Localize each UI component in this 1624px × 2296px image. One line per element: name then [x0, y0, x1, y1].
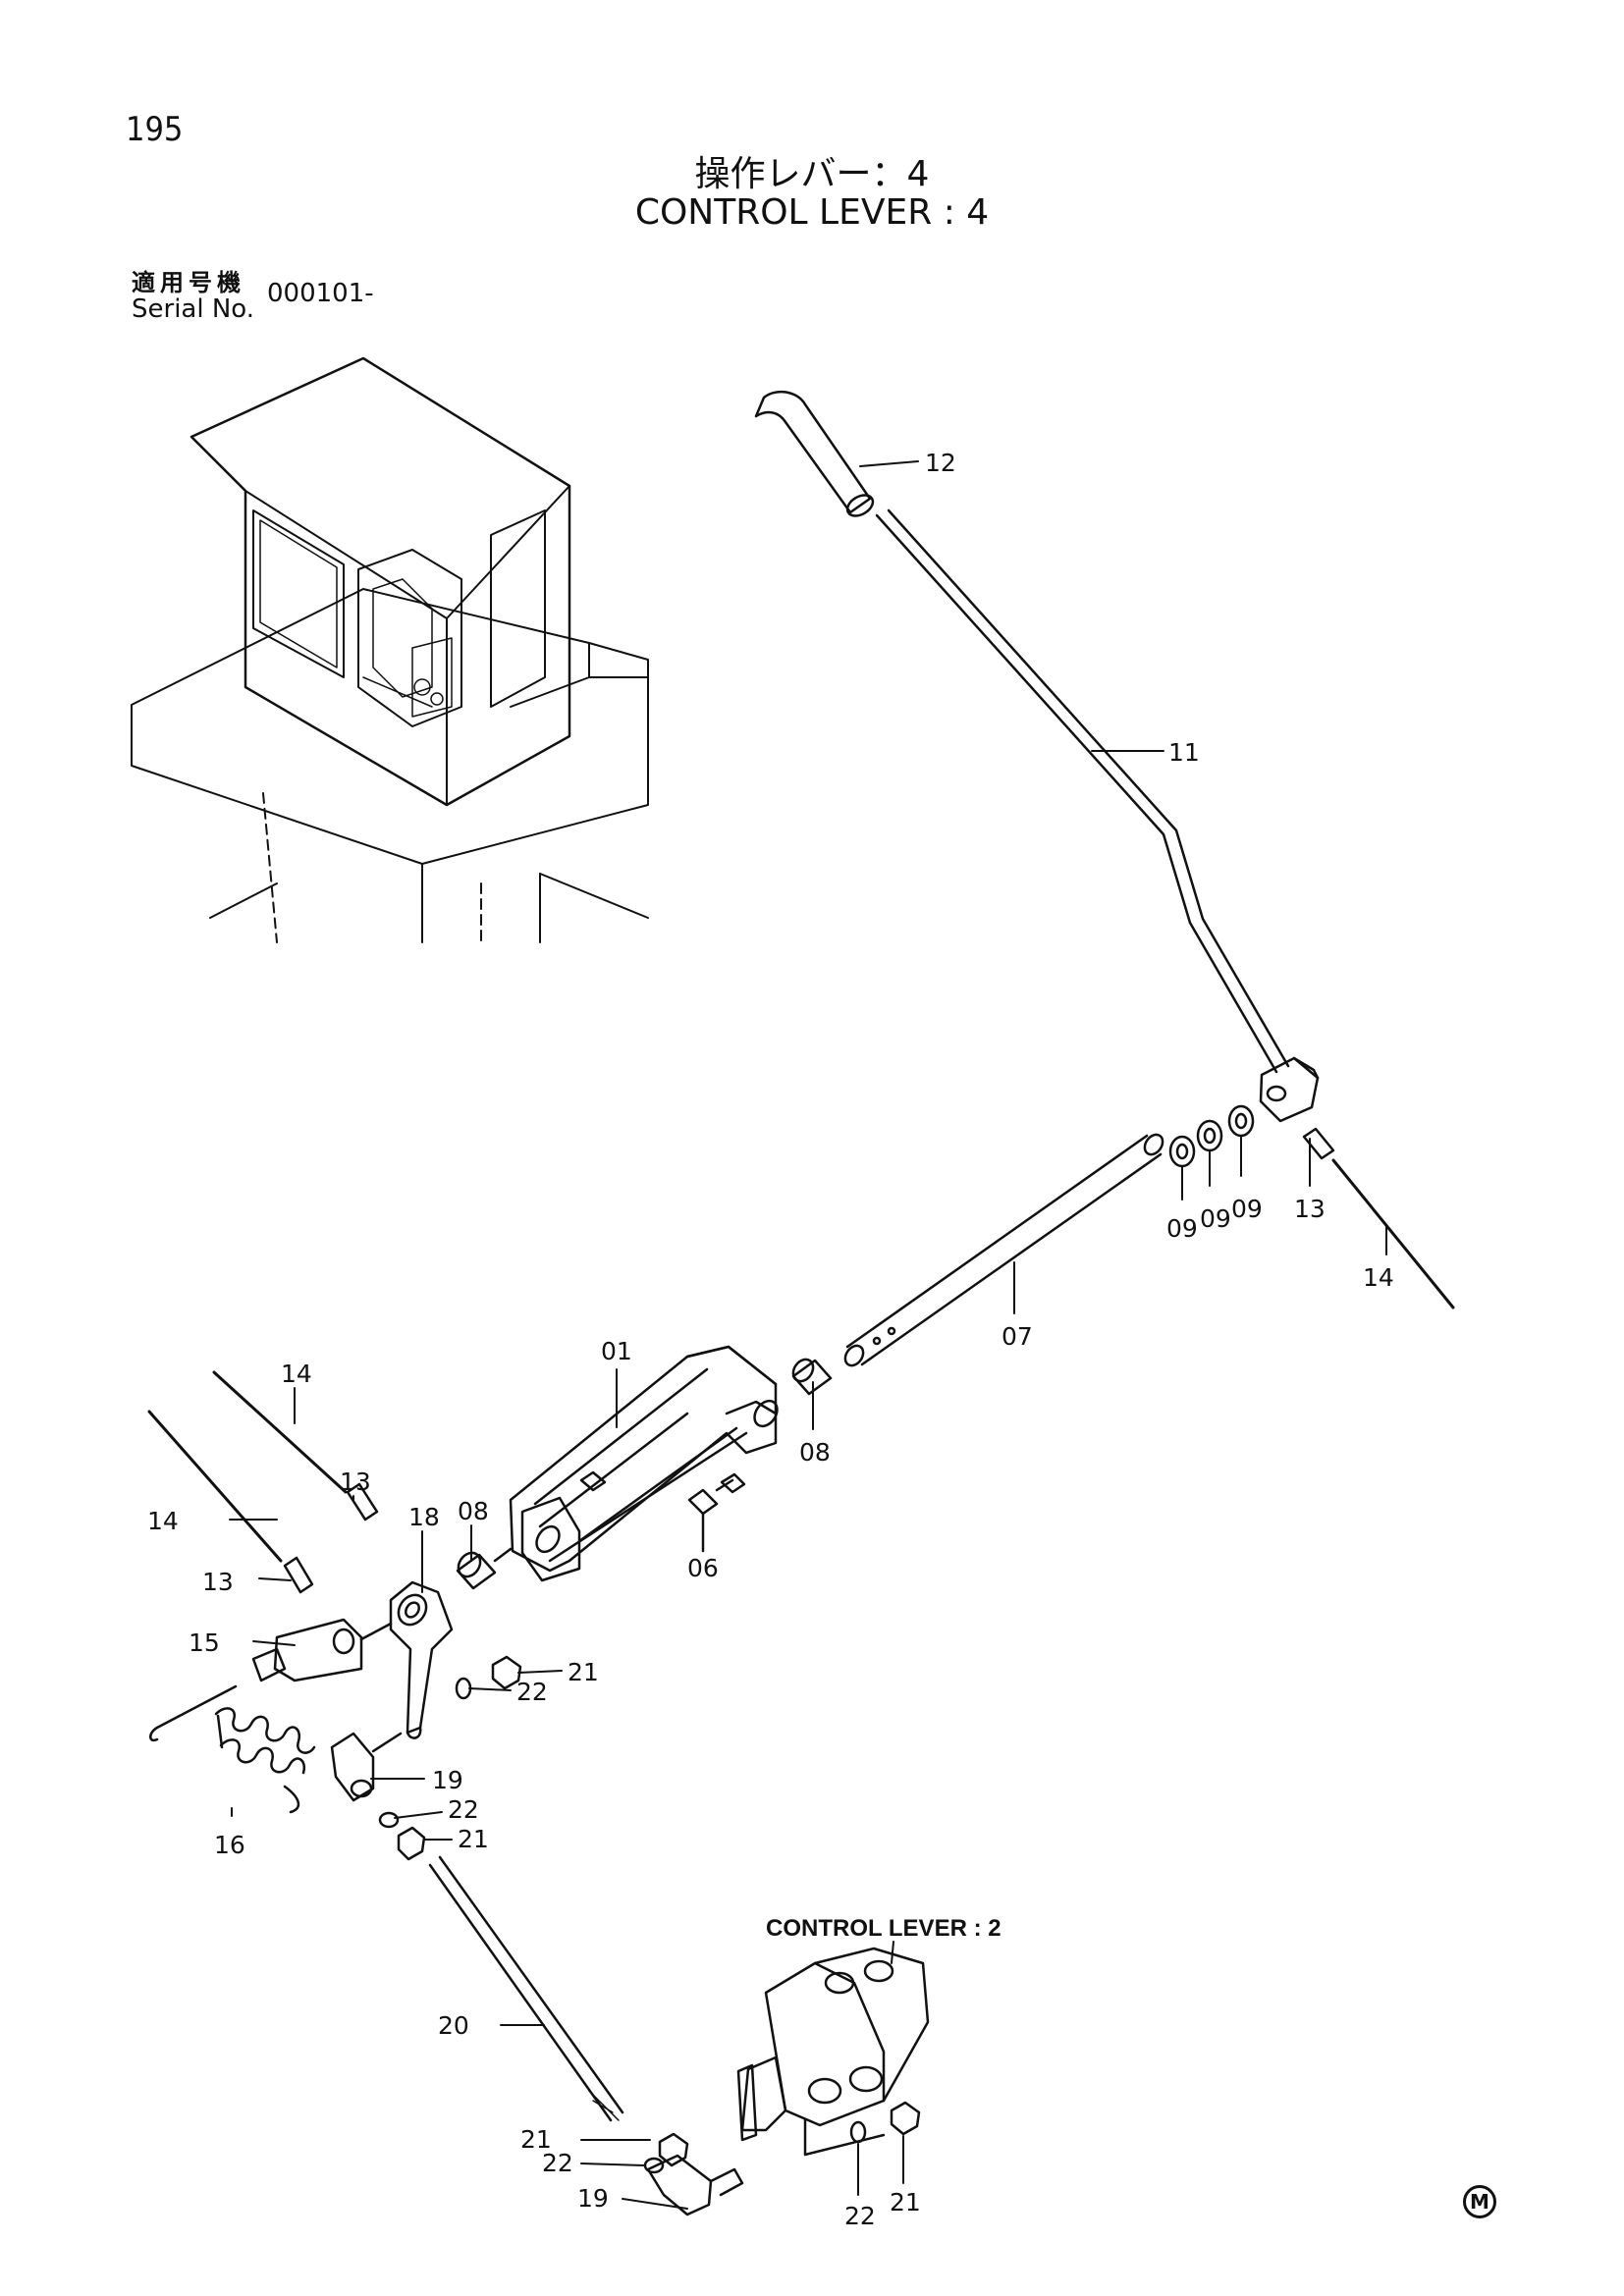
- part-19-ball-joint-upper: [330, 1732, 403, 1802]
- serial-number-value: 000101-: [267, 279, 374, 308]
- callout-19-upper: 19: [432, 1766, 463, 1794]
- callout-19-lower: 19: [577, 2184, 609, 2213]
- callout-06: 06: [687, 1554, 719, 1582]
- callout-22-valve: 22: [844, 2202, 876, 2230]
- callout-01: 01: [601, 1337, 632, 1365]
- cab-location-inset: [131, 356, 649, 943]
- page-title-japanese: 操作レバー：4: [694, 154, 930, 194]
- part-12-grip: [754, 390, 875, 517]
- callout-21-upper: 21: [568, 1658, 599, 1686]
- callout-21-valve: 21: [890, 2188, 921, 2216]
- callout-09-b: 09: [1200, 1204, 1231, 1233]
- serial-label-japanese: 適用号機: [132, 269, 245, 296]
- callout-11: 11: [1168, 738, 1200, 767]
- callout-09-c: 09: [1231, 1195, 1263, 1223]
- lever-end-block: [1259, 1056, 1320, 1123]
- part-06-bolt: [687, 1478, 734, 1553]
- part-14-rod-right: [1331, 1158, 1455, 1309]
- part-01-bracket: [509, 1345, 779, 1582]
- part-18-lever-arm: [389, 1580, 454, 1739]
- callout-13-right: 13: [1294, 1195, 1326, 1223]
- part-07-shaft: [843, 1133, 1164, 1367]
- callout-08-right: 08: [799, 1438, 831, 1467]
- callout-13-upper: 13: [340, 1468, 371, 1496]
- callout-08-left: 08: [458, 1497, 489, 1525]
- callout-14-upper: 14: [281, 1360, 312, 1388]
- part-13-pin-right: [1302, 1127, 1335, 1160]
- callout-15: 15: [189, 1629, 220, 1657]
- reference-control-lever-2: CONTROL LEVER : 2: [766, 1915, 1001, 1942]
- callout-14-right: 14: [1363, 1263, 1394, 1292]
- part-20-rod: [428, 1855, 624, 2122]
- part-13-pins-left: [283, 1482, 379, 1594]
- callout-14-lower: 14: [147, 1507, 179, 1535]
- part-08-bushing-left: [456, 1547, 513, 1590]
- part-15-clevis: [251, 1618, 393, 1682]
- callout-20: 20: [438, 2011, 469, 2040]
- control-lever-2-valve: [736, 1947, 930, 2157]
- page-title-english: CONTROL LEVER : 4: [634, 192, 990, 233]
- part-callouts: 12 11 09 09 09 13 14 07 01 08 06 08 18 1…: [147, 449, 1394, 2230]
- part-21-22-upper: [378, 1655, 522, 1861]
- callout-18: 18: [408, 1503, 440, 1531]
- part-11-lever-rod: [875, 508, 1290, 1074]
- part-21-22-19-lower: [643, 2132, 744, 2216]
- callout-21-middle: 21: [458, 1825, 489, 1853]
- callout-22-middle: 22: [448, 1795, 479, 1824]
- leader-lines: [229, 460, 1387, 2210]
- callout-22-upper: 22: [516, 1678, 548, 1706]
- callout-21-lower: 21: [520, 2125, 552, 2154]
- page-number: 195: [126, 110, 184, 149]
- corner-mark: M: [1463, 2185, 1496, 2218]
- part-14-rods-left: [147, 1370, 348, 1563]
- callout-13-lower: 13: [202, 1568, 234, 1596]
- callout-09-a: 09: [1166, 1214, 1198, 1243]
- callout-12: 12: [925, 449, 956, 477]
- part-08-bushing-right: [791, 1358, 833, 1396]
- callout-16: 16: [214, 1831, 245, 1859]
- callout-07: 07: [1001, 1322, 1033, 1351]
- serial-label-english: Serial No.: [132, 294, 254, 324]
- callout-22-lower: 22: [542, 2149, 573, 2177]
- part-16-spring: [149, 1684, 316, 1814]
